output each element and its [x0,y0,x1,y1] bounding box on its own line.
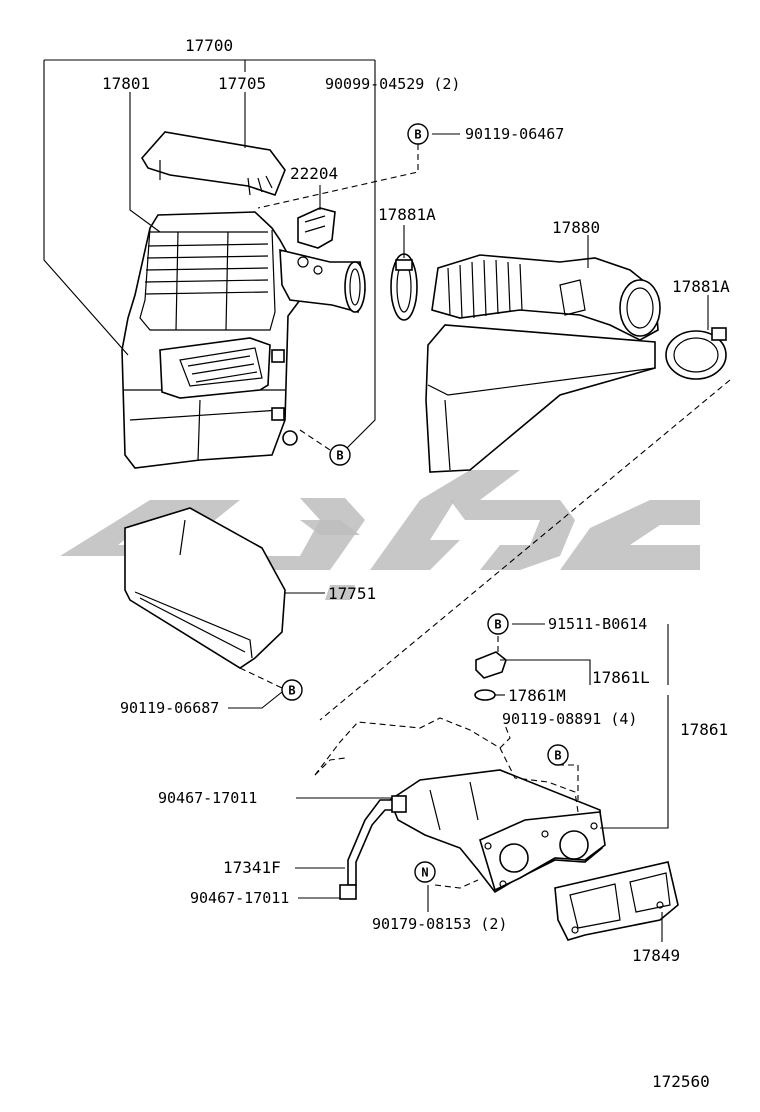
marker-b-3: B [281,679,303,701]
callout-17881a-right: 17881A [672,277,730,296]
callout-90119-08891: 90119-08891 (4) [502,710,637,728]
air-cleaner-case [121,211,301,469]
callout-17705: 17705 [218,74,266,93]
drawing-number: 172560 [652,1072,710,1091]
air-flow-meter-22204 [297,207,336,249]
callout-90099-04529: 90099-04529 (2) [325,75,460,93]
callout-17881a-left: 17881A [378,205,436,224]
svg-text:B: B [414,128,421,142]
hose-clamp-17881a-right [665,327,727,380]
air-cleaner-inlet [159,337,271,399]
callout-90179-08153: 90179-08153 (2) [372,915,507,933]
air-cleaner-cover-17705 [141,131,286,196]
callout-90119-06687: 90119-06687 [120,699,219,717]
marker-b-5: B [547,744,569,766]
callout-17341f: 17341F [223,858,281,877]
callout-17861m: 17861M [508,686,566,705]
svg-text:B: B [288,684,295,698]
clamp-bolts [271,349,298,446]
callout-90467-17011-upper: 90467-17011 [158,789,257,807]
callout-17700: 17700 [185,36,233,55]
intake-hose-17880 [431,254,661,341]
callout-17849: 17849 [632,946,680,965]
callout-90467-17011-lower: 90467-17011 [190,889,289,907]
svg-text:N: N [421,866,428,880]
callout-91511-b0614: 91511-B0614 [548,615,647,633]
callout-17861: 17861 [680,720,728,739]
svg-text:B: B [554,749,561,763]
callout-17801: 17801 [102,74,150,93]
callout-17751: 17751 [328,584,376,603]
leader-lines [43,59,709,942]
leader-lines-dashed [239,144,731,889]
marker-b-1: B [407,123,429,145]
marker-n: N [414,861,436,883]
hose-clamp-17881a-left [390,253,418,321]
intake-manifold [389,769,606,894]
engine-outline-dashed [314,717,579,813]
callout-17880: 17880 [552,218,600,237]
resonator-17880 [425,324,656,473]
callout-17861l: 17861L [592,668,650,687]
watermark-logo [60,470,700,600]
air-cleaner-outlet-pipe [279,248,366,313]
callout-90119-06467: 90119-06467 [465,125,564,143]
manifold-gasket-17849 [554,861,679,941]
pcv-hose-17341f [339,795,407,900]
marker-b-4: B [487,613,509,635]
pcv-valve-17861l [474,651,507,701]
svg-text:B: B [336,449,343,463]
marker-b-2: B [329,444,351,466]
svg-text:B: B [494,618,501,632]
callout-22204: 22204 [290,164,338,183]
air-duct-17751 [124,507,286,669]
